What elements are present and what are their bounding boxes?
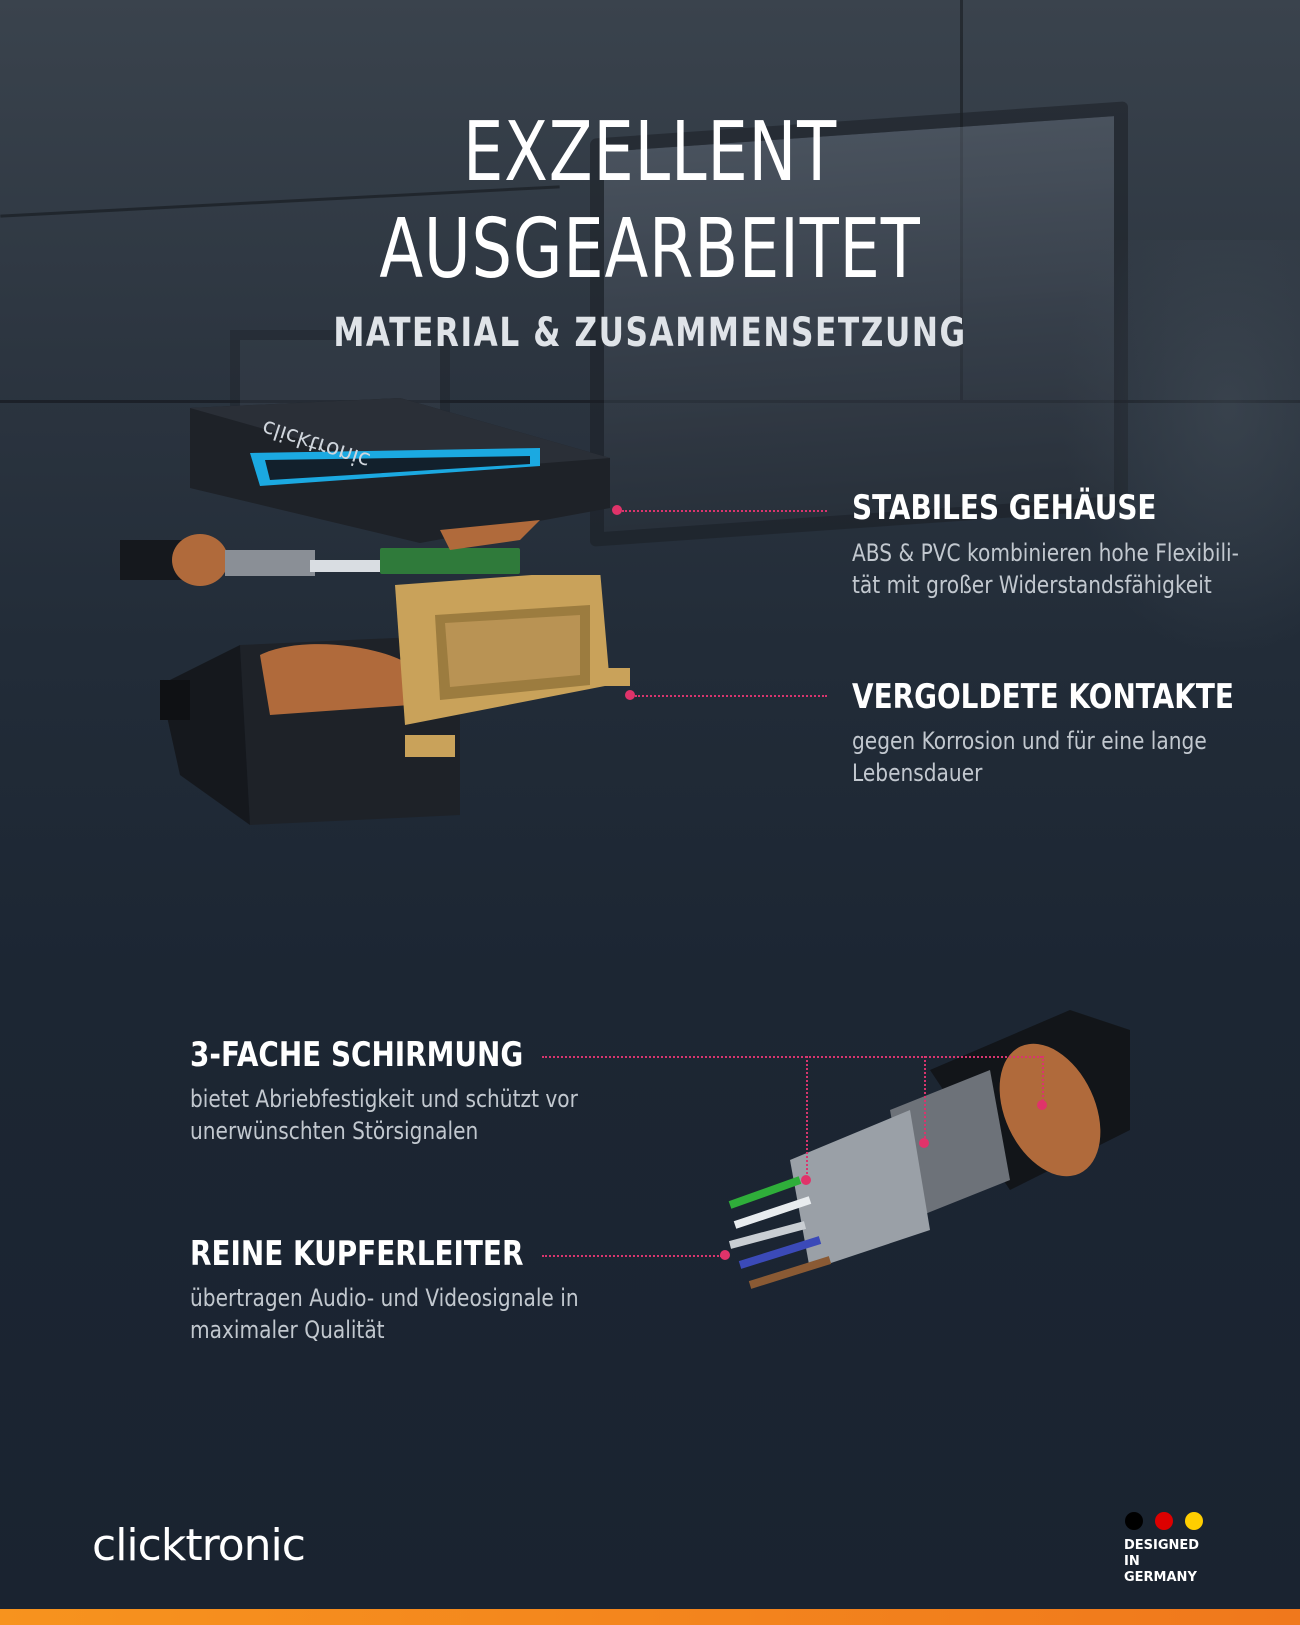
- shielding-leader-drop-3: [1042, 1056, 1044, 1104]
- housing-leader-line: [622, 510, 827, 512]
- clicktronic-logo: clicktronic: [92, 1520, 306, 1571]
- headline-subtitle: MATERIAL & ZUSAMMENSETZUNG: [333, 310, 967, 356]
- designed-line-2: GERMANY: [1124, 1570, 1197, 1585]
- designed-line-1: DESIGNED IN: [1124, 1538, 1200, 1569]
- shielding-leader-line: [542, 1056, 1042, 1058]
- contacts-leader-line: [635, 695, 827, 697]
- bottom-accent-bar: [0, 1609, 1300, 1625]
- shielding-marker-foil: [801, 1175, 811, 1185]
- feature-title-contacts: VERGOLDETE KONTAKTE: [852, 677, 1234, 717]
- designed-in-germany-badge: DESIGNED IN GERMANY: [1124, 1538, 1214, 1586]
- copper-leader-line: [542, 1255, 722, 1257]
- feature-desc-copper-line-2: maximaler Qualität: [190, 1316, 385, 1344]
- headline-line-1: EXZELLENT: [462, 105, 838, 200]
- feature-desc-shielding-line-1: bietet Abriebfestigkeit und schützt vor: [190, 1085, 578, 1113]
- cable-cross-section: [728, 1010, 1130, 1289]
- feature-title-housing: STABILES GEHÄUSE: [852, 488, 1157, 528]
- feature-desc-housing-line-1: ABS & PVC kombinieren hohe Flexibili-: [852, 539, 1239, 567]
- feature-desc-shielding-line-2: unerwünschten Störsignalen: [190, 1117, 479, 1145]
- housing-marker: [612, 505, 622, 515]
- flag-dot-red: [1155, 1512, 1173, 1530]
- copper-marker: [720, 1250, 730, 1260]
- shielding-leader-drop-1: [806, 1056, 808, 1178]
- feature-title-shielding: 3-FACHE SCHIRMUNG: [190, 1035, 524, 1075]
- headline-line-2: AUSGEARBEITET: [379, 202, 921, 297]
- feature-desc-contacts-line-1: gegen Korrosion und für eine lange: [852, 727, 1207, 755]
- contacts-marker: [625, 690, 635, 700]
- flag-dot-gold: [1185, 1512, 1203, 1530]
- shielding-leader-drop-2: [924, 1056, 926, 1142]
- shielding-marker-braid: [1037, 1100, 1047, 1110]
- feature-desc-copper-line-1: übertragen Audio- und Videosignale in: [190, 1284, 579, 1312]
- connector-top-housing: clicktronic: [190, 398, 610, 543]
- connector-inner-cable: [120, 520, 540, 586]
- background-plant: [1060, 240, 1300, 660]
- shielding-marker-sleeve: [919, 1138, 929, 1148]
- feature-desc-contacts-line-2: Lebensdauer: [852, 759, 983, 787]
- connector-bottom-housing: [160, 575, 630, 825]
- flag-dot-black: [1125, 1512, 1143, 1530]
- feature-title-copper: REINE KUPFERLEITER: [190, 1234, 524, 1274]
- feature-desc-housing-line-2: tät mit großer Widerstandsfähigkeit: [852, 571, 1212, 599]
